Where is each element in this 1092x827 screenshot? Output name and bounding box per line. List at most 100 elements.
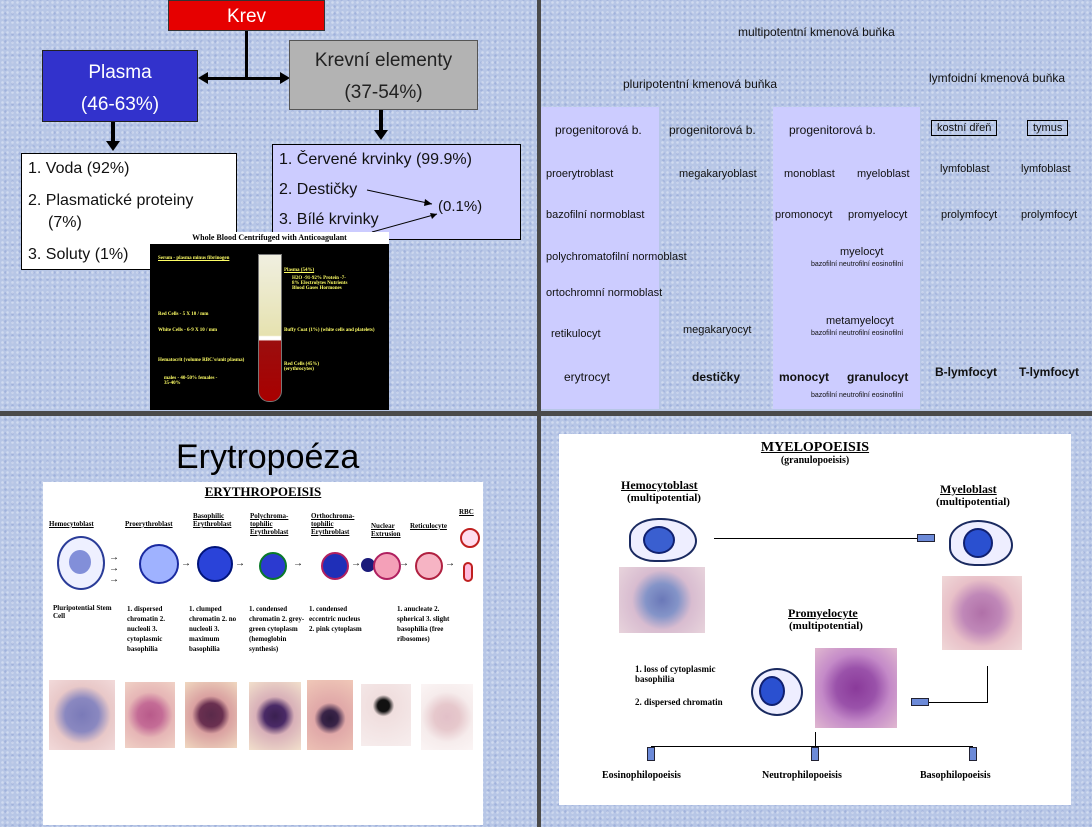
krevni-elementy-label: Krevní elementy bbox=[314, 50, 453, 71]
myelocyt: myelocyt bbox=[840, 246, 884, 258]
white-cells-label: White Cells - 6-9 X 10 / mm bbox=[158, 328, 218, 333]
list-item: 2. Plasmatické proteiny bbox=[28, 192, 194, 209]
lymfoblast-b: lymfoblast bbox=[940, 163, 990, 175]
hemocytoblast-sublabel: (multipotential) bbox=[627, 492, 701, 504]
polychromatofilni-normoblast: polychromatofilní normoblast bbox=[546, 251, 687, 263]
plasma-tube-label: Plasma (54%) bbox=[284, 268, 315, 273]
stage-label: RBC bbox=[459, 508, 474, 516]
hemocytoblast-cell bbox=[57, 536, 105, 590]
myelopoiesis-heading: MYELOPOEISIS bbox=[760, 440, 870, 455]
polychromatophilic-cell bbox=[259, 552, 287, 580]
stage-label: Proerythroblast bbox=[125, 520, 173, 528]
stage-label: Hemocytoblast bbox=[49, 520, 94, 528]
promyelocyte-sublabel: (multipotential) bbox=[789, 620, 863, 632]
proerythroblast-cell bbox=[139, 544, 179, 584]
rbc-side-cell bbox=[463, 562, 473, 582]
krev-box: Krev bbox=[168, 0, 325, 31]
myeloblast-label: Myeloblast bbox=[940, 482, 997, 496]
monoblast: monoblast bbox=[784, 168, 835, 180]
list-item: (7%) bbox=[48, 214, 82, 231]
progenitor-erythroid: progenitorová b. bbox=[555, 123, 642, 137]
arrow-left-icon bbox=[911, 698, 929, 706]
arrow-right-icon bbox=[280, 72, 290, 84]
bazofilni-normoblast: bazofilní normoblast bbox=[546, 209, 645, 221]
orthochromatophilic-cell bbox=[321, 552, 349, 580]
lymfoblast-t: lymfoblast bbox=[1021, 163, 1071, 175]
stage-label: Reticulocyte bbox=[410, 522, 447, 530]
proerytroblast: proerytroblast bbox=[546, 168, 614, 180]
nuclear-extrusion-cell bbox=[373, 552, 401, 580]
granulocyt: granulocyt bbox=[847, 370, 909, 384]
nuclear-extrusion-photo bbox=[361, 684, 411, 746]
erythropoiesis-heading: ERYTHROPOEISIS bbox=[204, 484, 322, 499]
eosinophilopoiesis-label: Eosinophilopoeisis bbox=[602, 770, 681, 781]
erythropoiesis-panel: ERYTHROPOEISIS Hemocytoblast Proerythrob… bbox=[43, 482, 483, 825]
ortochromni-normoblast: ortochromní normoblast bbox=[546, 287, 663, 299]
connector-line bbox=[714, 538, 929, 539]
plasma-items: H2O -91-92% Protein -7-8% Electrolytes N… bbox=[292, 276, 348, 291]
stage-note: 1. condensed eccentric nucleus 2. pink c… bbox=[309, 605, 362, 633]
myelocyt-subtypes: bazofilní neutrofilní eosinofilní bbox=[811, 261, 904, 268]
stage-note: 1. anucleate 2. spherical 3. slight baso… bbox=[397, 605, 450, 643]
list-item: 3. Bílé krvinky bbox=[279, 211, 379, 228]
desticky: destičky bbox=[692, 370, 741, 384]
stage-label: Nuclear Extrusion bbox=[371, 522, 401, 538]
progenitor-myeloid: progenitorová b. bbox=[789, 123, 876, 137]
connector-line bbox=[111, 122, 115, 144]
plasma-percent: (46-63%) bbox=[80, 94, 160, 115]
lymfoid-cell: lymfoidní kmenová buňka bbox=[929, 71, 1066, 85]
stage-note: Pluripotential Stem Cell bbox=[53, 604, 112, 620]
krevni-elementy-box: Krevní elementy (37-54%) bbox=[289, 40, 478, 110]
connector-line bbox=[205, 77, 285, 80]
stage-label: Basophilic Erythroblast bbox=[193, 512, 232, 528]
rbc-cell bbox=[460, 528, 480, 548]
monocyt: monocyt bbox=[779, 370, 830, 384]
elements-percent: (0.1%) bbox=[438, 198, 483, 215]
rbc-photo bbox=[421, 684, 473, 750]
prolymfocyt-b: prolymfocyt bbox=[941, 209, 998, 221]
promyelocyt: promyelocyt bbox=[848, 209, 908, 221]
list-item: 1. Červené krvinky (99.9%) bbox=[279, 151, 472, 168]
myeloblast-sublabel: (multipotential) bbox=[936, 496, 1010, 508]
hematocrit-label: Hematocrit (volume RBC's/unit plasma) bbox=[158, 358, 245, 363]
serum-label: Serum - plasma minus fibrinogen bbox=[158, 256, 230, 261]
arrow-down-icon bbox=[811, 747, 819, 761]
connector-line bbox=[651, 746, 973, 747]
hematocrit-values: males - 40-50% females - 35-40% bbox=[164, 376, 218, 386]
connector-line bbox=[987, 666, 988, 702]
basophilic-photo bbox=[185, 682, 237, 748]
krevni-elementy-percent: (37-54%) bbox=[344, 82, 423, 103]
proerythroblast-photo bbox=[125, 682, 175, 748]
granulocyt-subtypes: bazofilní neutrofilní eosinofilní bbox=[811, 392, 904, 399]
pluripotent-cell: pluripotentní kmenová buňka bbox=[623, 77, 778, 91]
stage-note: 1. condensed chromatin 2. grey-green cyt… bbox=[249, 605, 305, 653]
reticulocyte-cell bbox=[415, 552, 443, 580]
myeloblast: myeloblast bbox=[857, 168, 910, 180]
multipotent-cell: multipotentní kmenová buňka bbox=[738, 25, 895, 39]
arrow-down-icon bbox=[374, 130, 388, 140]
list-item: 2. Destičky bbox=[279, 181, 358, 198]
arrow-icon: → bbox=[293, 558, 303, 569]
basophilopoiesis-label: Basophilopoeisis bbox=[920, 770, 991, 781]
arrow-icon: → bbox=[351, 558, 361, 569]
promyelocyte-cell bbox=[751, 668, 803, 716]
retikulocyt: retikulocyt bbox=[551, 328, 601, 340]
myeloid-column bbox=[773, 107, 920, 409]
extruded-nucleus bbox=[361, 558, 375, 572]
list-item: 3. Soluty (1%) bbox=[28, 246, 129, 263]
arrow-right-icon bbox=[917, 534, 935, 542]
stage-note: 1. clumped chromatin 2. no nucleoli 3. m… bbox=[189, 605, 237, 653]
polychromatophilic-photo bbox=[249, 682, 301, 750]
hemocytoblast-label: Hemocytoblast bbox=[621, 478, 698, 492]
promonocyt: promonocyt bbox=[775, 209, 833, 221]
test-tube bbox=[258, 254, 282, 402]
b-lymfocyt: B-lymfocyt bbox=[935, 365, 998, 379]
red-cells-tube-label: Red Cells (45%) (erythrocytes) bbox=[284, 362, 319, 372]
erythroid-column bbox=[541, 107, 659, 409]
promyelocyte-note: 2. dispersed chromatin bbox=[635, 697, 723, 707]
myelopoiesis-subtitle: (granulopoeisis) bbox=[780, 455, 850, 466]
arrow-icon: → bbox=[399, 558, 409, 569]
stage-note: 1. dispersed chromatin 2. nucleoli 3. cy… bbox=[127, 605, 165, 653]
arrow-icon: → bbox=[235, 558, 245, 569]
tymus-box: tymus bbox=[1027, 120, 1069, 136]
